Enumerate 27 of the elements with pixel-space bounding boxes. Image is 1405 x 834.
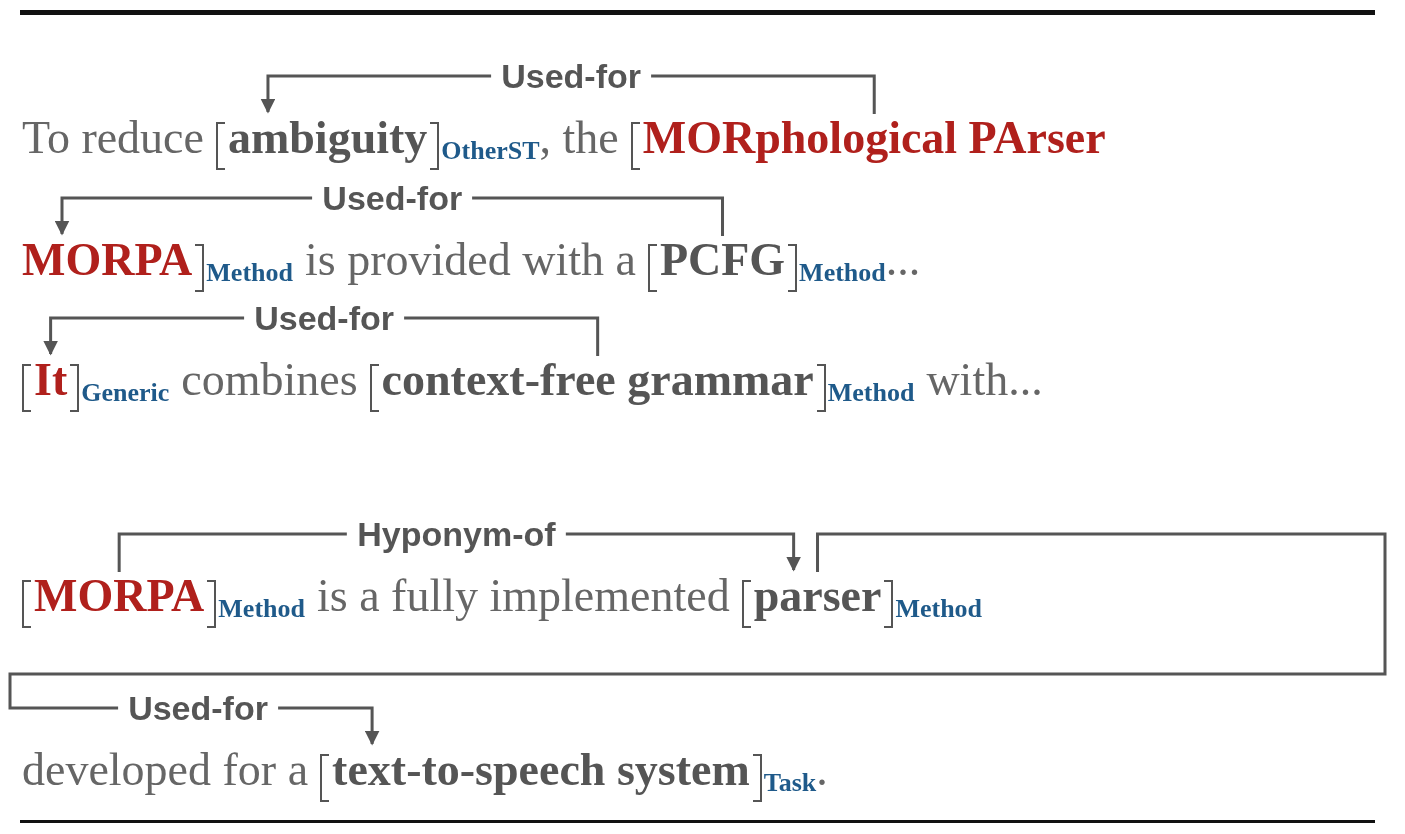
entity-type-tag: Task xyxy=(763,755,817,811)
sentence-text: developed for a xyxy=(22,743,309,797)
entity-type-tag: Generic xyxy=(81,365,170,421)
entity-span: MORphological PArser xyxy=(642,110,1106,166)
entity-type-tag: Method xyxy=(827,365,915,421)
sentence-text: is a fully implemented xyxy=(317,569,730,623)
entity-span: MORPA xyxy=(34,568,205,624)
entity-span: context-free grammar xyxy=(381,352,814,408)
entity-type-tag: Method xyxy=(895,581,983,637)
sentence-text: with... xyxy=(926,353,1043,407)
entity-span: MORPA xyxy=(22,232,193,288)
sentence-text: ... xyxy=(885,233,921,287)
sentence-text: , the xyxy=(539,111,619,165)
entity-span: ambiguity xyxy=(227,110,428,166)
entity-type-tag: Method xyxy=(206,245,293,301)
entity-span: PCFG xyxy=(659,232,786,288)
entity-span: parser xyxy=(753,568,882,624)
entity-span: It xyxy=(34,352,68,408)
entity-type-tag: OtherST xyxy=(441,123,540,179)
sentence-text: combines xyxy=(181,353,358,407)
entity-span: text-to-speech system xyxy=(332,742,750,798)
entity-type-tag: Method xyxy=(799,245,886,301)
relation-arrow xyxy=(8,532,1387,746)
sentence-text: To reduce xyxy=(22,111,204,165)
sentence-text: is provided with a xyxy=(305,233,636,287)
entity-type-tag: Method xyxy=(218,581,305,637)
sentence-text: . xyxy=(816,743,828,797)
